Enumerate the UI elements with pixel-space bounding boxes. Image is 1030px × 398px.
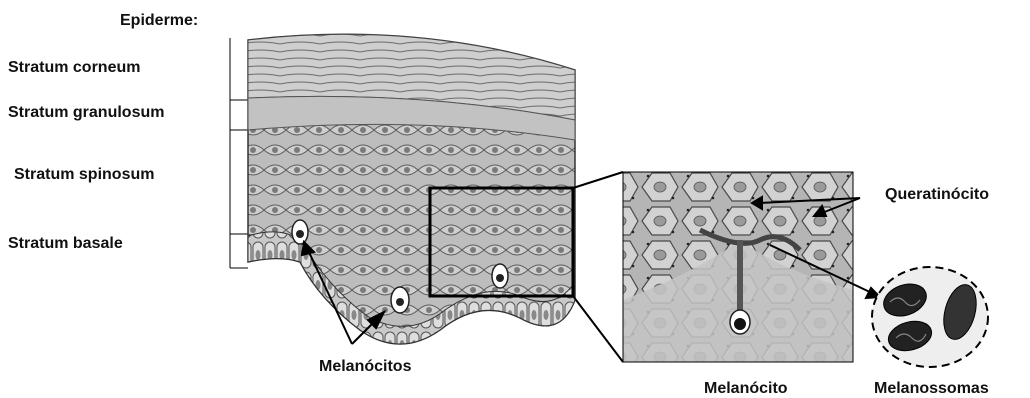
callout-keratinocyte: Queratinócito — [885, 186, 989, 204]
layer-label-spinosum: Stratum spinosum — [14, 166, 154, 184]
epidermis-title: Epiderme: — [120, 12, 198, 30]
melanosome-group — [872, 267, 988, 367]
layer-label-basale: Stratum basale — [8, 235, 123, 253]
callout-melanocytes: Melanócitos — [319, 358, 411, 376]
callout-melanosomes: Melanossomas — [874, 380, 989, 398]
layer-bracket — [230, 38, 248, 268]
callout-melanocyte: Melanócito — [704, 380, 788, 398]
layer-label-corneum: Stratum corneum — [8, 59, 140, 77]
layer-label-granulosum: Stratum granulosum — [8, 104, 164, 122]
